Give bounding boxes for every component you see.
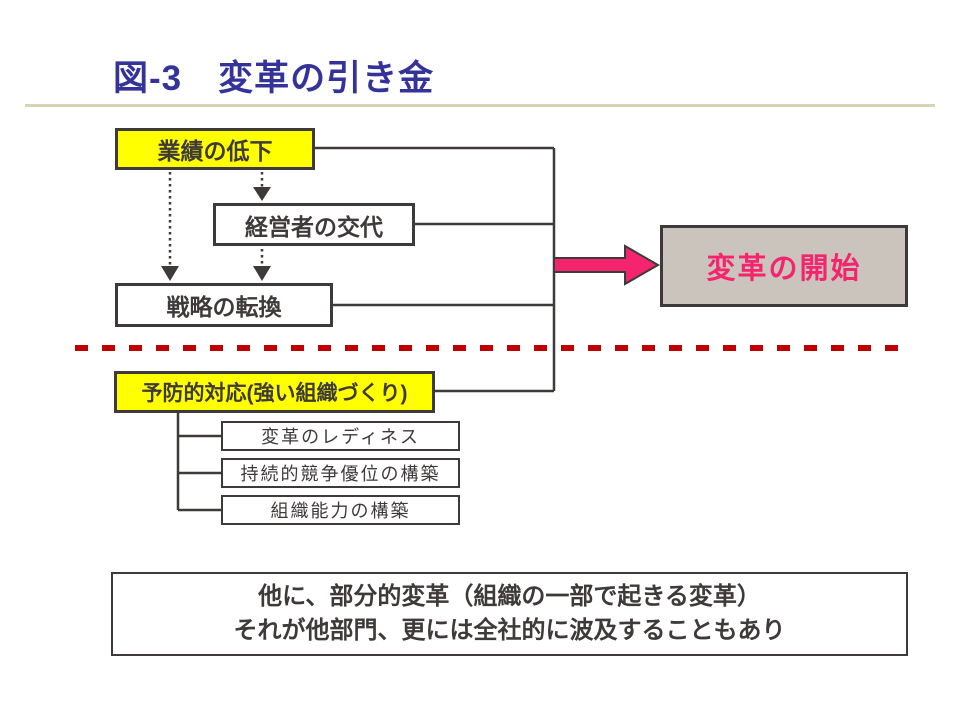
dotted-arrow-performance-to-management-head [253, 187, 271, 201]
box-preventive-response: 予防的対応(強い組織づくり) [114, 371, 435, 413]
transformation-arrow [553, 244, 661, 286]
box-strategy-shift-label: 戦略の転換 [166, 294, 282, 320]
subbox-sustainable-advantage: 持続的競争優位の構築 [221, 458, 460, 488]
dotted-arrow-performance-to-strategy-head [161, 266, 179, 281]
box-management-change: 経営者の交代 [213, 203, 415, 246]
title-underline-rule [25, 104, 935, 107]
subbox-change-readiness-label: 変革のレディネス [261, 427, 420, 448]
subbox-change-readiness: 変革のレディネス [221, 421, 460, 451]
note-box: 他に、部分的変革（組織の一部で起きる変革） それが他部門、更には全社的に波及する… [111, 572, 908, 656]
box-management-change-label: 経営者の交代 [245, 213, 383, 240]
box-strategy-shift: 戦略の転換 [115, 283, 333, 327]
subbox-sustainable-advantage-label: 持続的競争優位の構築 [240, 464, 441, 485]
box-transformation-start: 変革の開始 [660, 225, 908, 307]
box-performance-decline-label: 業績の低下 [157, 138, 273, 164]
dotted-arrows-group [161, 172, 271, 281]
note-line-2: それが他部門、更には全社的に波及することもあり [233, 617, 786, 644]
subbox-org-capability: 組織能力の構築 [221, 495, 460, 525]
subbox-org-capability-label: 組織能力の構築 [270, 501, 411, 522]
box-performance-decline: 業績の低下 [115, 128, 315, 170]
dotted-arrow-management-to-strategy-head [253, 266, 271, 281]
page-title: 図-3 変革の引き金 [113, 59, 435, 98]
note-line-1: 他に、部分的変革（組織の一部で起きる変革） [258, 583, 761, 610]
box-transformation-start-label: 変革の開始 [706, 253, 862, 285]
box-preventive-response-label: 予防的対応(強い組織づくり) [141, 382, 408, 405]
